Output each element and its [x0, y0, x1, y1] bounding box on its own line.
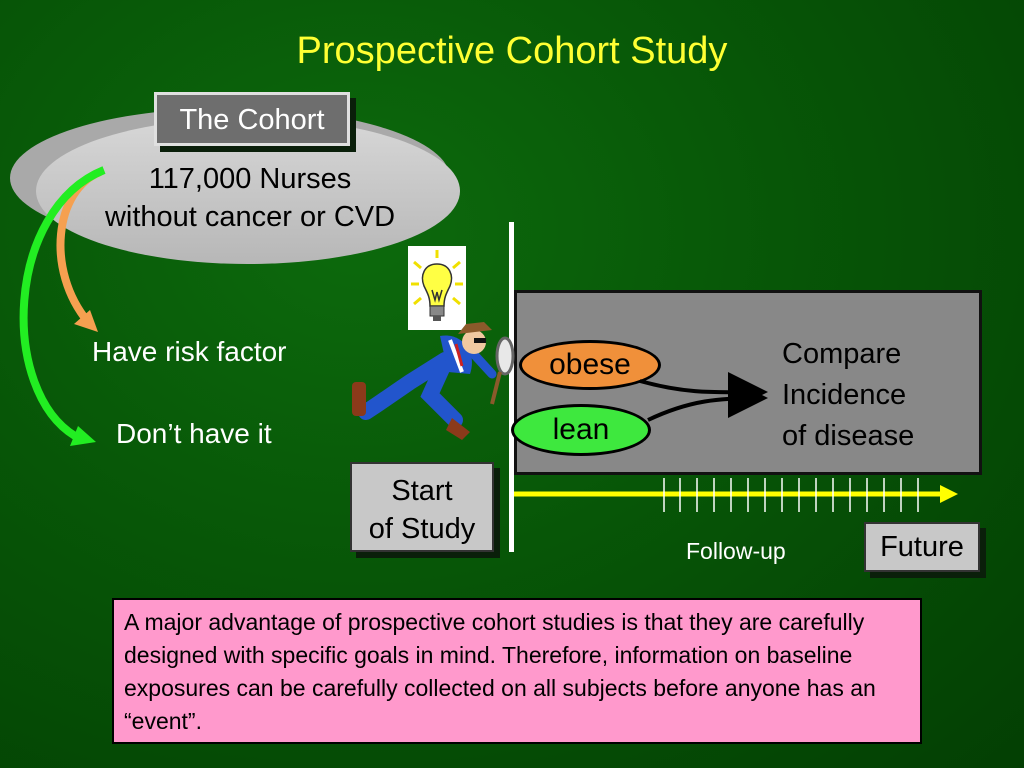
compare-incidence-text: Compare Incidence of disease: [782, 334, 914, 457]
obese-oval: obese: [519, 340, 661, 390]
lean-oval: lean: [511, 404, 651, 456]
lean-to-compare-arrow: [647, 378, 768, 422]
compare-line-2: Incidence: [782, 379, 907, 411]
timeline-ticks: [663, 478, 919, 512]
cohort-label: The Cohort: [154, 92, 350, 146]
obese-to-compare-arrow: [639, 372, 768, 413]
cohort-description: 117,000 Nurses without cancer or CVD: [70, 160, 430, 236]
magnifier-icon: [490, 336, 515, 405]
start-of-study-box: Start of Study: [350, 462, 494, 552]
compare-line-1: Compare: [782, 338, 902, 370]
cohort-line-2: without cancer or CVD: [104, 201, 396, 233]
compare-line-3: of disease: [782, 420, 915, 452]
green-arrow: [19, 166, 106, 440]
start-line-2: of Study: [368, 513, 476, 545]
orange-arrow-head: [74, 310, 98, 332]
start-line-1: Start: [391, 475, 453, 507]
lightbulb-icon: [408, 246, 466, 330]
page-title: Prospective Cohort Study: [296, 30, 728, 72]
dont-have-label: Don’t have it: [116, 418, 272, 449]
green-arrow-head: [70, 426, 96, 446]
detective-icon: [352, 322, 497, 440]
timeline-arrow-head: [940, 485, 958, 503]
future-box: Future: [864, 522, 980, 572]
start-line: [509, 222, 514, 552]
have-risk-factor-label: Have risk factor: [92, 336, 287, 367]
advantage-note: A major advantage of prospective cohort …: [112, 598, 922, 744]
cohort-line-1: 117,000 Nurses: [148, 163, 352, 195]
follow-up-label: Follow-up: [686, 538, 786, 564]
